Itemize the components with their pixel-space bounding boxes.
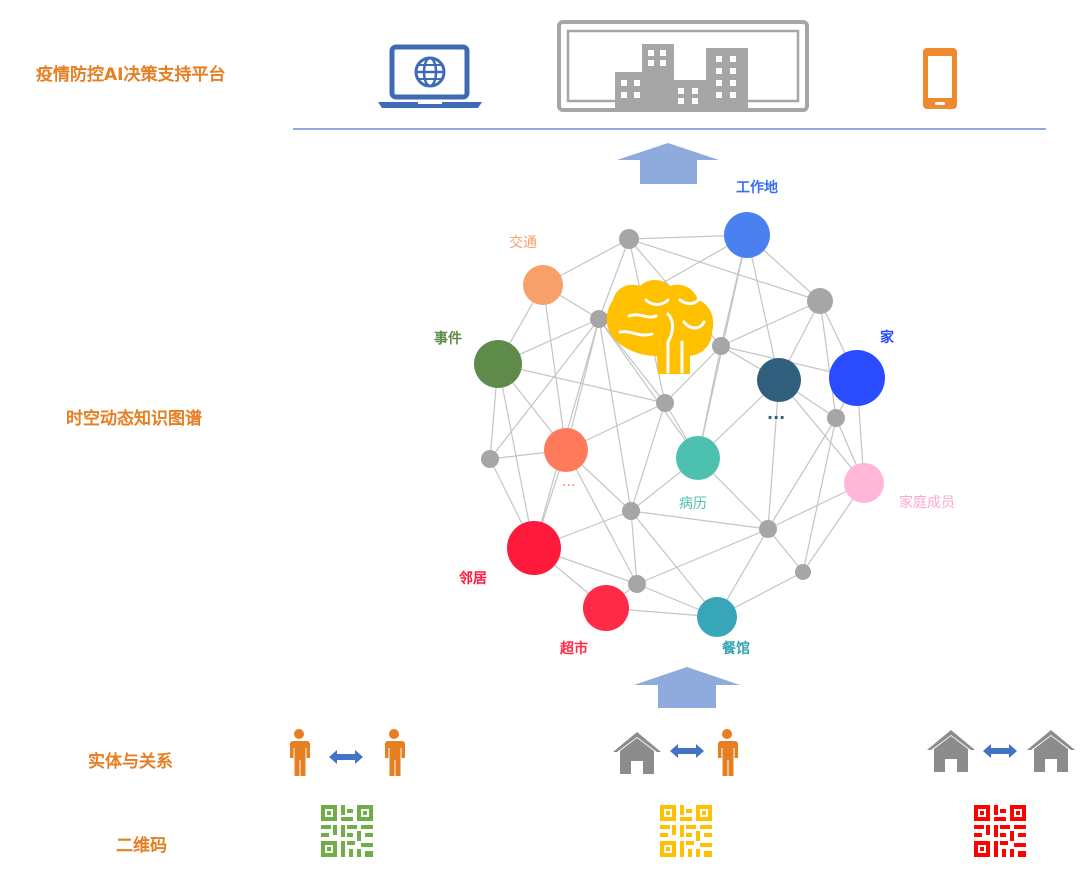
graph-edge: [489, 318, 600, 460]
graph-edge: [565, 449, 638, 585]
node-label-supermarket: 超市: [560, 641, 588, 657]
double-arrow-icon: [329, 750, 363, 764]
graph-hub-node: [622, 502, 640, 520]
graph-node-event: [474, 340, 522, 388]
graph-hub-node: [795, 564, 811, 580]
qr-code-icon-yellow: [660, 805, 712, 857]
brain-icon: [606, 280, 714, 374]
graph-edge: [767, 528, 804, 573]
graph-edge: [746, 234, 780, 381]
graph-hub-node: [628, 575, 646, 593]
house-icon: [927, 730, 975, 772]
graph-edge: [636, 528, 769, 585]
house-icon: [613, 732, 661, 774]
graph-entity-nodes: [474, 212, 885, 637]
person-icon: [290, 729, 310, 776]
graph-node-medical: [676, 436, 720, 480]
graph-hub-node: [712, 337, 730, 355]
person-icon: [718, 729, 738, 776]
graph-edge: [630, 510, 718, 618]
graph-hub-node: [759, 520, 777, 538]
node-label-traffic: 交通: [509, 235, 537, 251]
graph-edge: [542, 284, 567, 451]
graph-edge: [565, 318, 600, 451]
graph-edge: [598, 318, 666, 404]
knowledge-graph-label: 时空动态知识图谱: [66, 409, 202, 429]
graph-node-dots1: [757, 358, 801, 402]
phone-icon: [923, 48, 957, 109]
platform-label: 疫情防控AI决策支持平台: [36, 65, 226, 85]
qrcode-label: 二维码: [116, 836, 167, 856]
node-label-workplace: 工作地: [736, 180, 778, 196]
graph-edge: [720, 300, 821, 347]
node-label-restaurant: 餐馆: [722, 641, 750, 657]
entities-relations-label: 实体与关系: [88, 752, 173, 772]
node-label-neighbor: 邻居: [459, 571, 487, 587]
person-icon: [385, 729, 405, 776]
graph-node-traffic: [523, 265, 563, 305]
graph-edge: [664, 345, 722, 404]
graph-hub-node: [590, 310, 608, 328]
qr-code-icon-green: [321, 805, 373, 857]
graph-hub-nodes: [481, 229, 845, 593]
node-label-event: 事件: [434, 331, 462, 347]
graph-edge: [802, 417, 837, 573]
node-label-medical-record: 病历: [679, 496, 707, 512]
house-icon: [1027, 730, 1075, 772]
graph-node-family: [844, 463, 884, 503]
node-label-dots-2: ...: [562, 474, 576, 490]
graph-edge: [819, 300, 837, 419]
graph-node-restaurant: [697, 597, 737, 637]
graph-edge: [497, 363, 666, 404]
graph-edge: [630, 510, 638, 585]
graph-node-workplace: [724, 212, 770, 258]
graph-edge: [630, 510, 769, 530]
laptop-globe-icon: [378, 44, 482, 108]
graph-hub-node: [481, 450, 499, 468]
graph-edge: [628, 238, 821, 302]
graph-edge: [598, 318, 632, 512]
graph-edge: [598, 238, 630, 320]
qr-code-icon-red: [974, 805, 1026, 857]
graph-node-supermarket: [583, 585, 629, 631]
graph-edge: [598, 318, 699, 459]
double-arrow-icon: [670, 744, 704, 758]
graph-hub-node: [656, 394, 674, 412]
up-arrow-icon-top: [617, 143, 719, 184]
building-screen-icon: [557, 20, 809, 112]
node-label-home: 家: [880, 330, 894, 346]
graph-edge: [767, 417, 837, 530]
double-arrow-icon: [983, 744, 1017, 758]
up-arrow-icon-bottom: [634, 667, 740, 708]
graph-node-dots2: [544, 428, 588, 472]
graph-edge: [778, 379, 865, 484]
graph-hub-node: [807, 288, 833, 314]
graph-hub-node: [827, 409, 845, 427]
graph-edge: [630, 402, 666, 512]
node-label-dots-1: ...: [767, 404, 786, 423]
graph-hub-node: [619, 229, 639, 249]
node-label-family: 家庭成员: [899, 495, 955, 511]
graph-node-neighbor: [507, 521, 561, 575]
graph-node-home: [829, 350, 885, 406]
graph-edge: [767, 379, 780, 530]
